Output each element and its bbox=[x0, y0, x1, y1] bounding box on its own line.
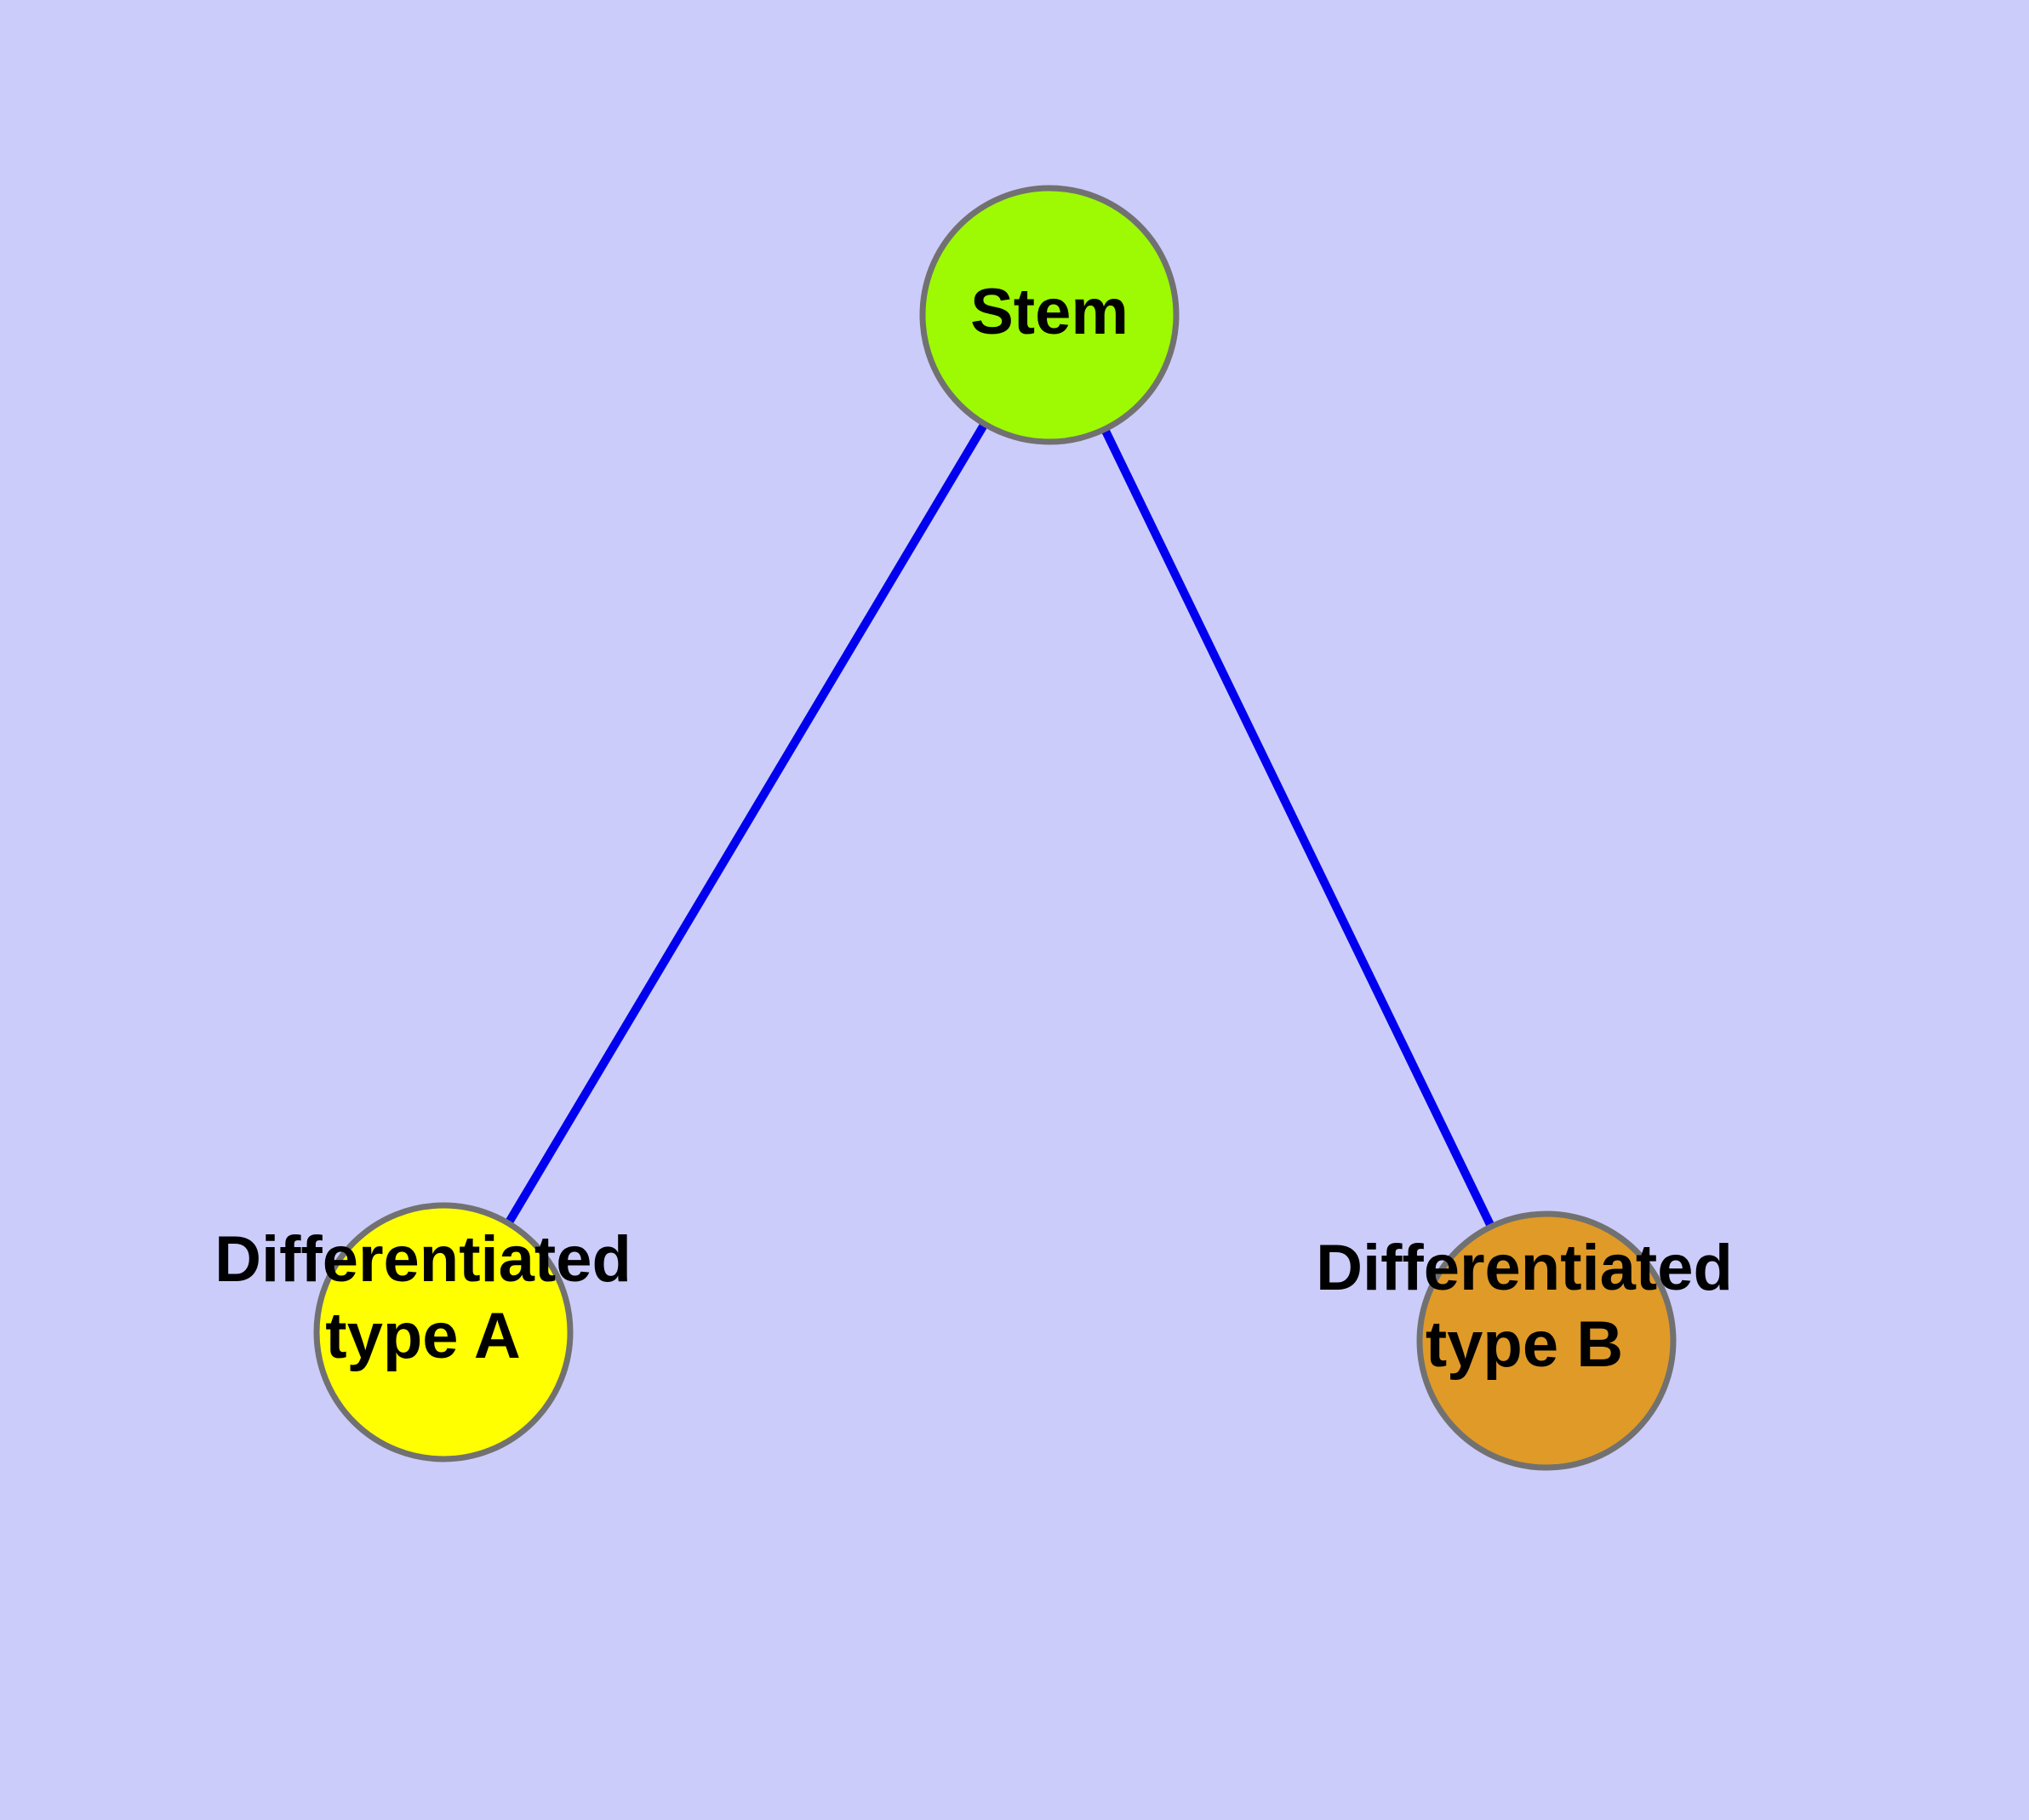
node-label-line: Differentiated bbox=[214, 1223, 632, 1296]
edge-stem-to-type-a[interactable] bbox=[439, 312, 1054, 1335]
node-label-line: type B bbox=[1426, 1308, 1623, 1381]
edge-stem-to-type-b[interactable] bbox=[1045, 312, 1551, 1343]
node-diff-type-b[interactable] bbox=[1416, 1210, 1677, 1471]
nodes-layer bbox=[313, 185, 1677, 1471]
node-label-line: type A bbox=[325, 1300, 520, 1372]
node-label-line: Stem bbox=[970, 276, 1129, 348]
node-label-stem: Stem bbox=[970, 276, 1129, 348]
node-label-line: Differentiated bbox=[1316, 1232, 1733, 1304]
node-stem[interactable] bbox=[919, 185, 1180, 445]
edges-layer bbox=[439, 312, 1551, 1343]
node-diff-type-a[interactable] bbox=[313, 1202, 574, 1462]
